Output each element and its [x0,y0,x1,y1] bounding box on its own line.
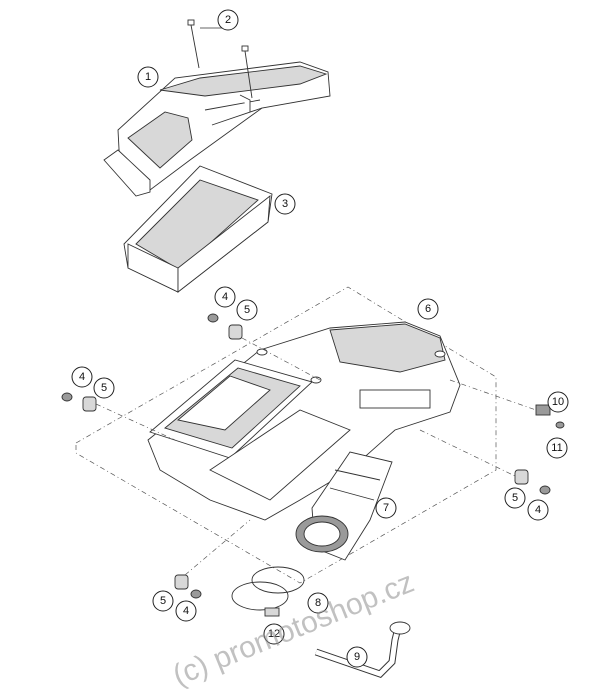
callout-5: 5 [236,299,258,321]
callout-4: 4 [214,286,236,308]
callout-5: 5 [504,487,526,509]
intake-boot-part [295,451,393,561]
svg-text:7: 7 [383,502,389,514]
svg-text:9: 9 [354,651,360,663]
svg-text:4: 4 [183,605,189,617]
callout-1: 1 [137,66,159,88]
rubber-bushing-part [82,324,529,590]
callout-5: 5 [152,590,174,612]
svg-text:4: 4 [79,371,85,383]
leader-lines [95,27,537,576]
callout-10: 10 [547,391,569,413]
callout-6: 6 [417,298,439,320]
callout-4: 4 [175,600,197,622]
svg-text:11: 11 [551,442,562,454]
hose-clamp-part [231,566,305,617]
callout-3: 3 [274,193,296,215]
callout-11: 11 [546,437,568,459]
washer-part [61,313,551,599]
svg-text:10: 10 [552,396,564,408]
callout-8: 8 [307,592,329,614]
svg-text:8: 8 [315,597,321,609]
svg-text:2: 2 [225,14,231,26]
callout-12: 12 [263,623,285,645]
svg-text:5: 5 [160,595,166,607]
temperature-sensor-part [535,404,565,429]
callout-9: 9 [346,646,368,668]
svg-text:5: 5 [512,492,518,504]
svg-text:3: 3 [282,198,288,210]
svg-text:4: 4 [535,504,541,516]
air-filter-part [123,165,273,293]
callout-4: 4 [71,366,93,388]
airbox-housing-part [147,321,461,521]
callout-5: 5 [93,377,115,399]
svg-text:5: 5 [101,382,107,394]
svg-text:1: 1 [145,71,151,83]
callout-2: 2 [217,9,239,31]
svg-text:12: 12 [268,628,280,640]
svg-text:5: 5 [244,304,250,316]
screw-part [187,19,253,99]
callout-7: 7 [375,497,397,519]
assembly-outline [75,286,497,584]
callout-4: 4 [527,499,549,521]
svg-text:4: 4 [222,291,228,303]
airbox-cover-part [103,61,331,197]
svg-text:6: 6 [425,303,431,315]
